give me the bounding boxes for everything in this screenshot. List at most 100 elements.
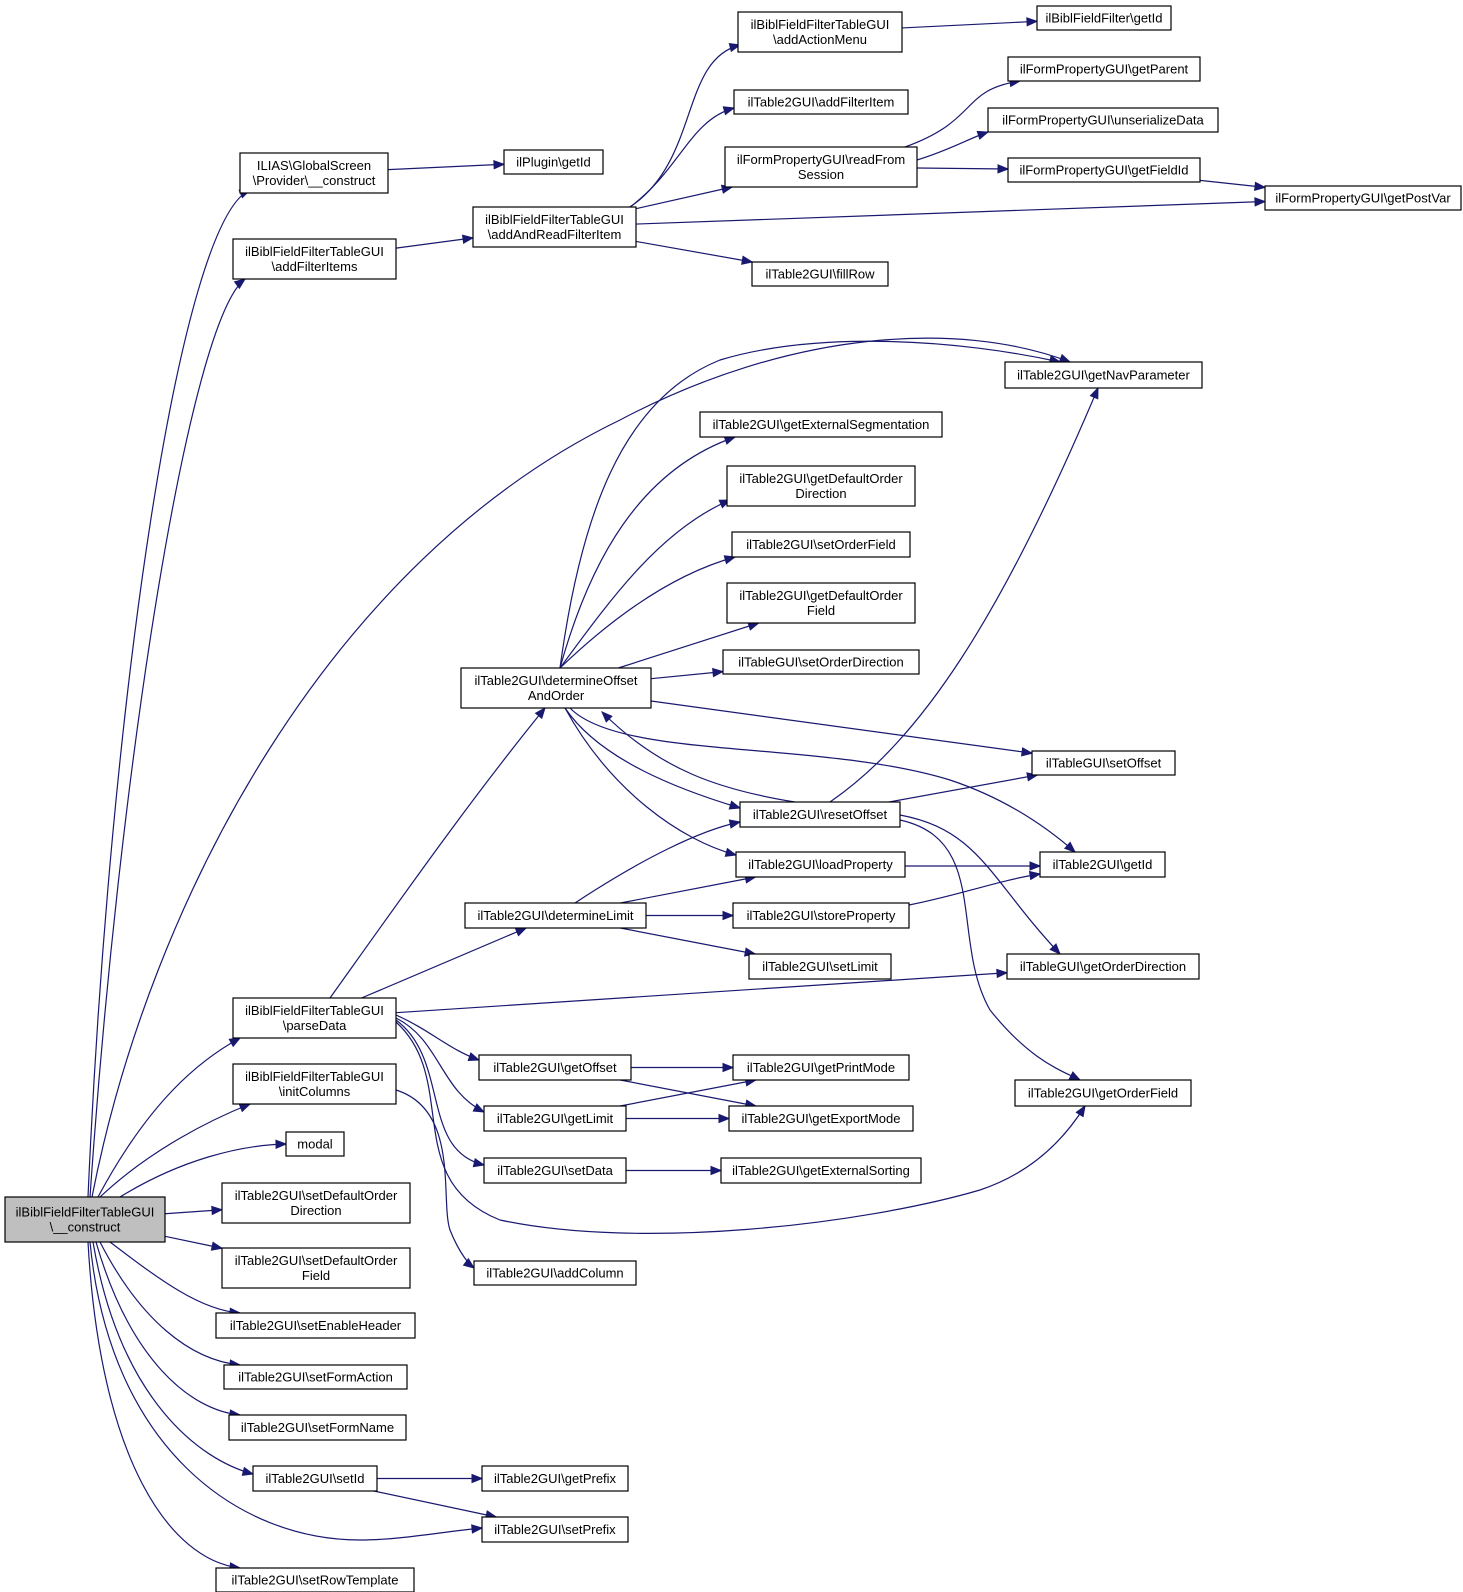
node-box [1031, 750, 1176, 776]
node-getexportmode[interactable]: ilTable2GUI\getExportMode [728, 1105, 914, 1132]
node-t2_getid[interactable]: ilTable2GUI\getId [1039, 851, 1166, 878]
node-setorderdir[interactable]: ilTableGUI\setOrderDirection [722, 649, 920, 675]
edge-determinelimit-to-setlimit [620, 927, 757, 957]
node-modal[interactable]: modal [285, 1131, 345, 1157]
node-root[interactable]: ilBiblFieldFilterTableGUI\__construct [4, 1196, 166, 1243]
edge-parsedata-to-getorderfield [395, 1021, 1086, 1234]
node-label-line-1: ilTable2GUI\getExternalSorting [732, 1163, 910, 1178]
node-gs_construct[interactable]: ILIAS\GlobalScreen\Provider\__construct [239, 152, 389, 194]
edge-addactionmenu-to-bff_getid [901, 17, 1039, 29]
node-box [478, 1054, 632, 1081]
node-label-line-1: ilTable2GUI\getDefaultOrder [739, 588, 903, 603]
node-determinelimit[interactable]: ilTable2GUI\determineLimit [464, 902, 647, 929]
node-setid[interactable]: ilTable2GUI\setId [252, 1465, 378, 1492]
node-label-line-1: ilTable2GUI\addColumn [486, 1266, 623, 1281]
edge-setid-to-setprefix [373, 1490, 498, 1520]
node-box [720, 1157, 922, 1184]
node-getpostvar[interactable]: ilFormPropertyGUI\getPostVar [1264, 185, 1462, 211]
node-getprintmode[interactable]: ilTable2GUI\getPrintMode [732, 1054, 910, 1081]
edge-setid-to-getprefix [377, 1473, 484, 1484]
node-addcolumn[interactable]: ilTable2GUI\addColumn [473, 1260, 637, 1286]
edge-root-to-modal [119, 1139, 288, 1198]
arrowhead-icon [728, 800, 742, 810]
arrowhead-icon [461, 234, 475, 244]
node-parsedata[interactable]: ilBiblFieldFilterTableGUI\parseData [232, 997, 397, 1039]
node-getparent[interactable]: ilFormPropertyGUI\getParent [1007, 56, 1201, 82]
node-setorderfield[interactable]: ilTable2GUI\setOrderField [731, 531, 911, 558]
node-label-line-1: modal [297, 1137, 333, 1152]
arrowhead-icon [1049, 943, 1061, 955]
edge-line [99, 1103, 251, 1198]
node-addfilteritem[interactable]: ilTable2GUI\addFilterItem [733, 89, 909, 115]
node-setformname[interactable]: ilTable2GUI\setFormName [228, 1414, 407, 1441]
node-addactionmenu[interactable]: ilBiblFieldFilterTableGUI\addActionMenu [737, 11, 903, 53]
edge-line [650, 671, 724, 680]
edge-line [87, 189, 251, 1198]
arrowhead-icon [493, 160, 506, 170]
edge-line [559, 436, 736, 669]
node-unserialize[interactable]: ilFormPropertyGUI\unserializeData [987, 107, 1219, 133]
node-storeproperty[interactable]: ilTable2GUI\storeProperty [732, 902, 910, 929]
node-getprefix[interactable]: ilTable2GUI\getPrefix [481, 1465, 629, 1492]
node-getorderdir[interactable]: ilTableGUI\getOrderDirection [1006, 953, 1200, 980]
edge-resetoffset-to-getnavparam [829, 386, 1099, 803]
node-box [1007, 157, 1201, 183]
edge-root-to-setrowtemplate [87, 1241, 242, 1572]
node-getorderfield[interactable]: ilTable2GUI\getOrderField [1014, 1079, 1192, 1107]
node-box [1264, 185, 1462, 211]
node-initcolumns[interactable]: ilBiblFieldFilterTableGUI\initColumns [232, 1063, 397, 1105]
edge-determinelimit-to-resetoffset [574, 819, 742, 904]
node-label-line-1: ilFormPropertyGUI\getParent [1020, 62, 1189, 77]
edge-addandread-to-addactionmenu [629, 42, 742, 208]
node-label-line-2: \__construct [50, 1220, 121, 1235]
node-plugin_getid[interactable]: ilPlugin\getId [503, 149, 604, 175]
edge-root-to-setformaction [99, 1241, 242, 1369]
node-label-line-1: ilTable2GUI\addFilterItem [748, 95, 895, 110]
node-box [1004, 361, 1203, 389]
node-setenableheader[interactable]: ilTable2GUI\setEnableHeader [215, 1312, 416, 1339]
node-setrowtemplate[interactable]: ilTable2GUI\setRowTemplate [215, 1567, 415, 1592]
node-label-line-1: ilTable2GUI\setOrderField [746, 537, 896, 552]
node-setdata[interactable]: ilTable2GUI\setData [483, 1157, 627, 1184]
arrowhead-icon [471, 1524, 484, 1534]
node-setoffset[interactable]: ilTableGUI\setOffset [1031, 750, 1176, 776]
node-box [232, 997, 397, 1039]
node-label-line-1: ilBiblFieldFilterTableGUI [245, 1003, 384, 1018]
node-label-line-1: ilTable2GUI\setFormName [241, 1420, 394, 1435]
edge-line [635, 186, 733, 210]
node-label-line-1: ilTable2GUI\setData [497, 1163, 613, 1178]
arrowhead-icon [1028, 870, 1042, 881]
edge-line [899, 819, 1081, 1081]
node-getnavparam[interactable]: ilTable2GUI\getNavParameter [1004, 361, 1203, 389]
arrowhead-icon [1029, 861, 1042, 871]
node-label-line-1: ilTable2GUI\setId [266, 1471, 365, 1486]
node-addfilteritems[interactable]: ilBiblFieldFilterTableGUI\addFilterItems [232, 238, 397, 280]
node-getlimit[interactable]: ilTable2GUI\getLimit [483, 1105, 627, 1132]
edge-line [395, 1019, 485, 1166]
node-addandread[interactable]: ilBiblFieldFilterTableGUI\addAndReadFilt… [472, 206, 637, 248]
edge-line [395, 1014, 480, 1061]
node-bff_getid[interactable]: ilBiblFieldFilter\getId [1036, 5, 1172, 31]
edge-line [89, 1241, 483, 1541]
node-setprefix[interactable]: ilTable2GUI\setPrefix [481, 1516, 629, 1543]
node-setlimit[interactable]: ilTable2GUI\setLimit [748, 953, 892, 980]
node-setformaction[interactable]: ilTable2GUI\setFormAction [223, 1364, 408, 1390]
arrowhead-icon [275, 1139, 288, 1149]
node-label-line-2: Field [807, 603, 835, 618]
node-fillrow[interactable]: ilTable2GUI\fillRow [751, 261, 889, 287]
node-getextsort[interactable]: ilTable2GUI\getExternalSorting [720, 1157, 922, 1184]
node-box [4, 1196, 166, 1243]
node-resetoffset[interactable]: ilTable2GUI\resetOffset [739, 801, 901, 828]
node-loadproperty[interactable]: ilTable2GUI\loadProperty [735, 851, 906, 878]
node-getextseg[interactable]: ilTable2GUI\getExternalSegmentation [699, 411, 943, 438]
node-getoffset[interactable]: ilTable2GUI\getOffset [478, 1054, 632, 1081]
edge-addandread-to-getpostvar [635, 197, 1267, 225]
arrowhead-icon [1026, 17, 1039, 27]
node-getfieldid[interactable]: ilFormPropertyGUI\getFieldId [1007, 157, 1201, 183]
